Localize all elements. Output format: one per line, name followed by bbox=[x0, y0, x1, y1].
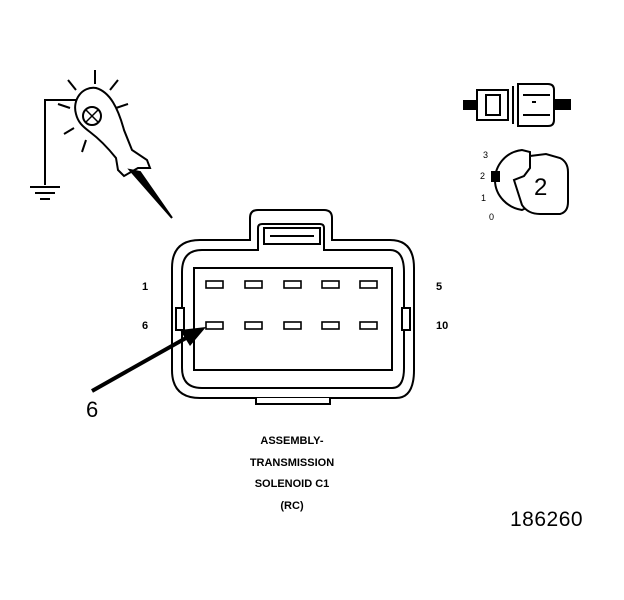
pin-label-6: 6 bbox=[142, 320, 149, 332]
pin-2 bbox=[244, 280, 263, 289]
meter-scale-0: 0 bbox=[489, 212, 495, 222]
figure-number: 186260 bbox=[510, 508, 584, 531]
pin-7 bbox=[244, 321, 263, 330]
pin-5 bbox=[359, 280, 378, 289]
callout-label: 6 bbox=[86, 397, 99, 422]
pin-9 bbox=[321, 321, 340, 330]
pin-3 bbox=[283, 280, 302, 289]
pin-label-1: 1 bbox=[142, 281, 149, 293]
pin-label-10: 10 bbox=[436, 320, 449, 332]
connector-body bbox=[171, 209, 415, 405]
meter-scale-3: 3 bbox=[483, 150, 489, 160]
ground-symbol-icon bbox=[30, 99, 88, 200]
meter-lead-plug-icon bbox=[463, 83, 571, 127]
test-lamp-probe-icon bbox=[74, 86, 173, 219]
caption-line: ASSEMBLY- bbox=[260, 435, 324, 447]
pin-1 bbox=[205, 280, 224, 289]
pin-label-5: 5 bbox=[436, 281, 443, 293]
pin-4 bbox=[321, 280, 340, 289]
caption-line: (RC) bbox=[280, 499, 304, 512]
lamp-glow-rays bbox=[57, 70, 129, 153]
component-caption: ASSEMBLY- TRANSMISSION SOLENOID C1 (RC) bbox=[232, 431, 352, 517]
pin-10 bbox=[359, 321, 378, 330]
caption-line: TRANSMISSION bbox=[249, 456, 335, 469]
meter-dial-icon bbox=[491, 148, 569, 215]
meter-scale-2: 2 bbox=[480, 171, 486, 181]
pin-8 bbox=[283, 321, 302, 330]
meter-scale-1: 1 bbox=[481, 193, 487, 203]
caption-line: SOLENOID C1 bbox=[254, 478, 330, 490]
callout-arrow bbox=[91, 327, 206, 393]
meter-selection-label: 2 bbox=[534, 174, 548, 201]
pin-6 bbox=[205, 321, 224, 330]
pin-cavities bbox=[205, 280, 378, 330]
